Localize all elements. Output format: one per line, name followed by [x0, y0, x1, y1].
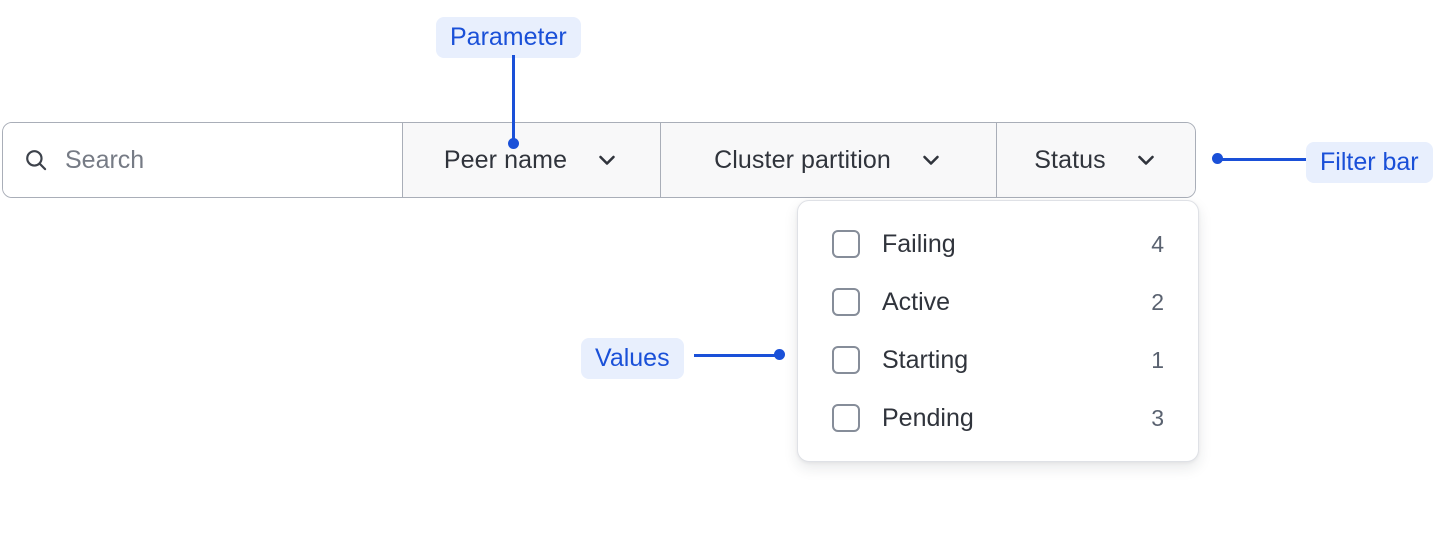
dropdown-option-count: 2	[1151, 288, 1164, 315]
checkbox-failing[interactable]	[832, 230, 860, 258]
annotation-values: Values	[581, 338, 684, 379]
chevron-down-icon	[1134, 148, 1158, 172]
checkbox-starting[interactable]	[832, 346, 860, 374]
annotation-leader-parameter	[512, 55, 515, 143]
dropdown-option-active[interactable]: Active 2	[798, 273, 1198, 331]
checkbox-pending[interactable]	[832, 404, 860, 432]
search-field[interactable]	[3, 123, 403, 197]
search-input[interactable]	[65, 123, 402, 197]
checkbox-active[interactable]	[832, 288, 860, 316]
search-icon	[23, 147, 49, 173]
dropdown-option-count: 3	[1151, 404, 1164, 431]
filter-segment-label: Status	[1034, 145, 1106, 174]
dropdown-option-count: 1	[1151, 346, 1164, 373]
annotation-dot-filter-bar	[1212, 153, 1223, 164]
dropdown-option-pending[interactable]: Pending 3	[798, 389, 1198, 447]
filter-segment-cluster-partition[interactable]: Cluster partition	[661, 123, 997, 197]
filter-segment-peer-name[interactable]: Peer name	[403, 123, 661, 197]
dropdown-option-label: Active	[882, 287, 951, 316]
filter-segment-label: Cluster partition	[714, 145, 891, 174]
annotation-leader-values	[694, 354, 782, 357]
dropdown-option-label: Starting	[882, 345, 969, 374]
annotation-dot-values	[774, 349, 785, 360]
dropdown-option-label: Failing	[882, 229, 956, 258]
filter-segment-status[interactable]: Status	[997, 123, 1195, 197]
filter-segment-label: Peer name	[443, 145, 568, 174]
chevron-down-icon	[919, 148, 943, 172]
annotation-leader-filter-bar	[1222, 158, 1306, 161]
dropdown-option-label: Pending	[882, 403, 974, 432]
annotation-parameter: Parameter	[436, 17, 581, 58]
filter-bar: Peer name Cluster partition Status	[2, 122, 1196, 198]
status-dropdown-panel: Failing 4 Active 2 Starting 1 Pending 3	[797, 200, 1199, 462]
annotation-dot-parameter	[508, 138, 519, 149]
chevron-down-icon	[595, 148, 619, 172]
dropdown-option-starting[interactable]: Starting 1	[798, 331, 1198, 389]
annotation-filter-bar: Filter bar	[1306, 142, 1433, 183]
dropdown-option-count: 4	[1151, 230, 1164, 257]
dropdown-option-failing[interactable]: Failing 4	[798, 215, 1198, 273]
